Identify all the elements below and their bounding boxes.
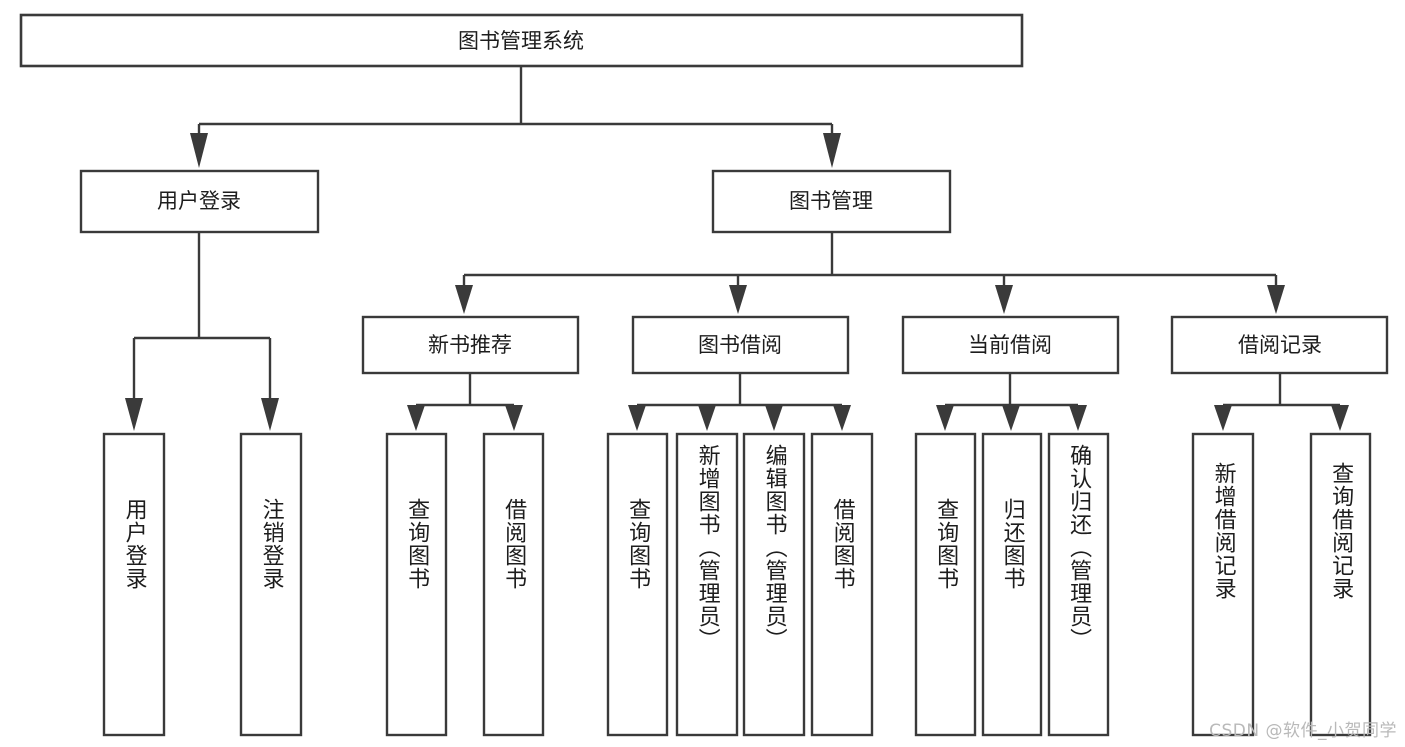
arrow-head-leaf-borrow-book-1 [505,405,523,431]
node-leaf-query-book-1-rect[interactable] [385,432,448,737]
connector-group-user-login [125,233,279,431]
arrow-head-borrow-record [1267,285,1285,314]
arrow-head-user-login [190,133,208,168]
node-root-label: 图书管理系统 [458,29,584,53]
node-book-management[interactable]: 图书管理 [711,169,952,234]
connector-group-borrow-record [1214,374,1349,431]
node-book-borrow[interactable]: 图书借阅 [631,315,850,375]
node-borrow-record-label: 借阅记录 [1238,333,1322,357]
arrow-head-leaf-confirm-return [1069,405,1087,431]
node-user-login[interactable]: 用户登录 [79,169,320,234]
node-leaf-query-book-2-rect[interactable] [606,432,669,737]
node-leaf-query-record-rect[interactable] [1309,432,1372,737]
arrow-head-book-management [823,133,841,168]
node-leaf-user-logout-rect[interactable] [239,432,303,737]
node-borrow-record-rect[interactable] [1170,315,1389,375]
arrow-head-leaf-query-book-3 [936,405,954,431]
node-book-borrow-label: 图书借阅 [698,333,782,357]
connector-group-book-management [455,233,1285,314]
arrow-head-leaf-user-login [125,398,143,431]
node-user-login-rect[interactable] [79,169,320,234]
node-borrow-record[interactable]: 借阅记录 [1170,315,1389,375]
arrow-head-new-book-recommend [455,285,473,314]
node-current-borrow[interactable]: 当前借阅 [901,315,1120,375]
connector-group-current-borrow [936,374,1087,431]
node-root-rect[interactable] [19,13,1024,68]
node-leaf-borrow-book-2-rect[interactable] [810,432,874,737]
node-root[interactable]: 图书管理系统 [19,13,1024,68]
node-book-borrow-rect[interactable] [631,315,850,375]
arrow-head-leaf-add-book [698,405,716,431]
node-current-borrow-label: 当前借阅 [968,333,1052,357]
arrow-head-leaf-add-record [1214,405,1232,431]
node-leaf-edit-book-rect[interactable] [742,432,806,737]
node-new-book-recommend-rect[interactable] [361,315,580,375]
node-new-book-recommend[interactable]: 新书推荐 [361,315,580,375]
node-leaf-query-book-3-rect[interactable] [914,432,977,737]
arrow-head-leaf-query-book-1 [407,405,425,431]
watermark-text: CSDN @软件_小贺同学 [1209,721,1397,741]
node-leaf-add-book-rect[interactable] [675,432,739,737]
node-leaf-confirm-return-rect[interactable] [1047,432,1110,737]
arrow-head-leaf-return-book [1002,405,1020,431]
node-book-management-rect[interactable] [711,169,952,234]
arrow-head-leaf-query-book-2 [628,405,646,431]
arrow-head-book-borrow [729,285,747,314]
arrow-head-leaf-borrow-book-2 [833,405,851,431]
arrow-head-leaf-edit-book [765,405,783,431]
node-current-borrow-rect[interactable] [901,315,1120,375]
node-leaf-return-book-rect[interactable] [981,432,1043,737]
node-book-management-label: 图书管理 [789,189,873,213]
connector-group-book-borrow [628,374,851,431]
node-new-book-recommend-label: 新书推荐 [428,333,512,357]
node-user-login-label: 用户登录 [157,189,241,213]
arrow-head-current-borrow [995,285,1013,314]
node-leaf-borrow-book-1-rect[interactable] [482,432,545,737]
node-leaf-user-login-rect[interactable] [102,432,166,737]
connector-group-new-book-recommend [407,374,523,431]
arrow-head-leaf-user-logout [261,398,279,431]
connector-group-root [190,67,841,168]
arrow-head-leaf-query-record [1331,405,1349,431]
node-leaf-add-record-rect[interactable] [1191,432,1255,737]
